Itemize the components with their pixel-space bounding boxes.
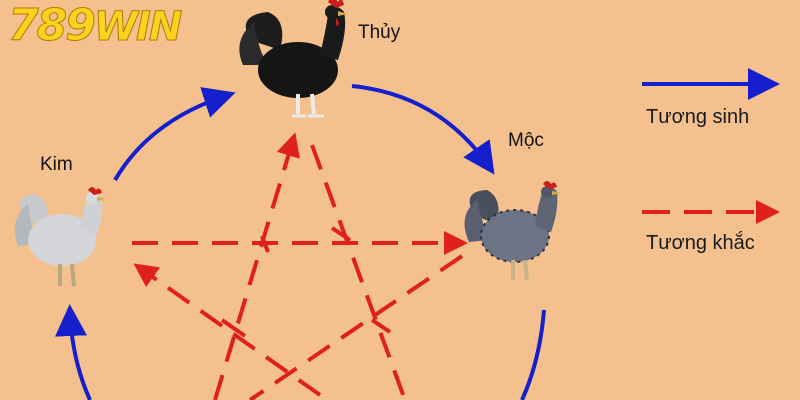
generating-arrow-kim-to-thuy [113, 87, 236, 182]
gray-speckled-rooster-icon [464, 181, 561, 281]
logo-digits: 789 [8, 0, 97, 51]
overcoming-line-moc-down [248, 254, 464, 400]
node-label-moc: Mộc [508, 130, 544, 151]
black-rooster-icon [239, 0, 348, 118]
logo-word: WIN [93, 4, 183, 50]
legend-generating-label: Tương sinh [646, 106, 750, 128]
white-rooster-icon [14, 187, 106, 287]
overcoming-arrow-to-thuy [213, 132, 300, 400]
node-label-kim: Kim [40, 154, 73, 175]
generating-arrow-moc-down [520, 309, 546, 400]
generating-arrow-thuy-to-moc [351, 84, 495, 175]
overcoming-line-thuy-down [310, 144, 407, 400]
legend-overcoming-label: Tương khắc [646, 232, 755, 254]
node-label-thuy: Thủy [358, 22, 401, 43]
overcoming-arrow-to-kim [133, 263, 322, 397]
generating-arrow-up-to-kim [55, 304, 92, 400]
brand-logo[interactable]: 789WIN [8, 3, 183, 50]
